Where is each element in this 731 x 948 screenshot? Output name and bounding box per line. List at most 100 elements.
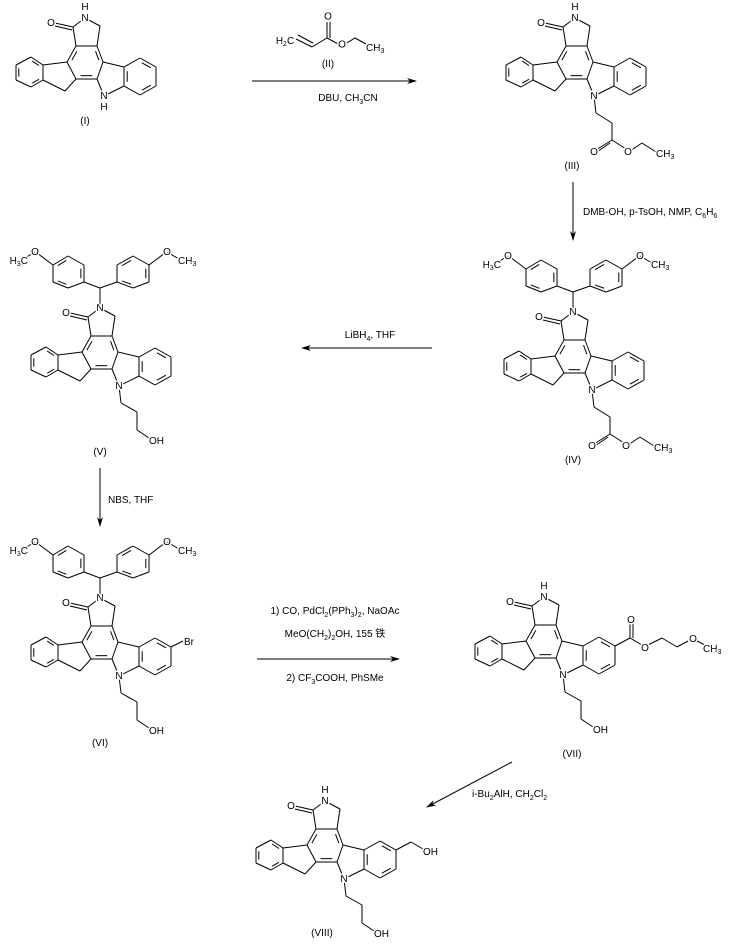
bond xyxy=(555,640,563,659)
bond xyxy=(138,665,156,676)
bond xyxy=(139,57,157,68)
bond xyxy=(54,25,73,31)
step-5: 1) CO, PdCl2(PPh3)2, NaOAc MeO(CH2)2OH, … xyxy=(257,606,400,686)
bond xyxy=(52,281,69,289)
bond xyxy=(123,85,141,96)
atom-label: CH3 xyxy=(178,256,196,268)
atom-label: H xyxy=(321,785,328,796)
bond xyxy=(501,640,527,645)
bond xyxy=(629,85,647,96)
bond xyxy=(336,808,341,830)
bond xyxy=(381,867,392,874)
bond xyxy=(79,368,92,382)
bond xyxy=(120,402,138,413)
bond xyxy=(363,868,381,879)
bond xyxy=(156,642,167,649)
step-2-conditions: DMB-OH, p-TsOH, NMP, C6H6 xyxy=(583,207,717,220)
bond xyxy=(67,281,85,289)
bond xyxy=(379,840,397,851)
bond xyxy=(46,368,55,374)
atom-label: N xyxy=(340,874,347,885)
bond xyxy=(556,45,567,63)
bond xyxy=(42,61,68,66)
bond xyxy=(629,142,643,152)
bond xyxy=(627,379,645,390)
bond xyxy=(501,658,525,671)
bond xyxy=(79,658,92,672)
compound-label-VI: (VI) xyxy=(92,738,108,749)
bond xyxy=(336,828,344,846)
step-5-conditions-line1: 1) CO, PdCl2(PPh3)2, NaOAc xyxy=(271,606,400,619)
bond xyxy=(600,641,611,648)
bond xyxy=(154,637,172,648)
reaction-arrow xyxy=(426,761,513,808)
bond xyxy=(562,26,567,47)
bond xyxy=(282,844,308,849)
bond xyxy=(110,341,115,351)
bond xyxy=(593,95,597,114)
bond xyxy=(560,311,574,322)
bond xyxy=(294,805,314,811)
atom-label: O xyxy=(636,251,644,262)
bond xyxy=(52,255,69,266)
bond xyxy=(531,596,545,607)
atom-label: N xyxy=(100,91,107,102)
bond xyxy=(141,62,152,69)
bond xyxy=(519,354,528,360)
bond xyxy=(118,665,140,677)
bond xyxy=(595,112,613,124)
bond xyxy=(343,868,365,880)
bond xyxy=(554,78,567,92)
atom-label: O xyxy=(588,441,596,452)
bond xyxy=(381,845,392,852)
bond xyxy=(540,259,558,270)
bond xyxy=(156,664,167,671)
bond xyxy=(57,641,83,646)
atom-label: N xyxy=(571,13,578,24)
bond xyxy=(585,51,590,61)
bond xyxy=(593,433,611,445)
atom-label: O xyxy=(31,247,39,258)
bond xyxy=(613,57,631,68)
bond xyxy=(87,606,92,627)
bond xyxy=(572,311,589,321)
bond xyxy=(271,861,280,867)
atom-label: O xyxy=(537,18,545,29)
bond xyxy=(156,374,167,381)
atom-label: N xyxy=(115,381,122,392)
compound-label-I: (I) xyxy=(80,116,89,127)
bond xyxy=(586,25,591,47)
atom-label: OH xyxy=(374,929,389,940)
bond xyxy=(594,264,605,270)
bond xyxy=(584,372,593,391)
bond xyxy=(30,79,44,88)
bond xyxy=(66,45,77,63)
bond xyxy=(556,61,567,80)
bond xyxy=(542,319,561,325)
bond xyxy=(552,372,565,386)
bond xyxy=(67,545,85,556)
bond xyxy=(306,828,317,846)
step-1-conditions: DBU, CH3CN xyxy=(318,93,377,106)
bond xyxy=(52,545,69,556)
atom-label: O xyxy=(624,147,632,158)
bond xyxy=(609,433,625,444)
bond xyxy=(57,280,67,285)
bond xyxy=(595,139,613,151)
bond xyxy=(57,351,83,356)
bond xyxy=(543,596,560,606)
atom-label: N xyxy=(81,13,88,24)
bond xyxy=(580,718,594,728)
bond xyxy=(69,312,89,318)
bond xyxy=(614,637,631,647)
bond xyxy=(596,142,611,153)
bond xyxy=(111,315,116,337)
bond xyxy=(605,285,623,293)
bond xyxy=(584,355,592,374)
bond xyxy=(562,17,576,28)
atom-label: H3C xyxy=(10,256,28,268)
step-6-conditions: i-Bu2AlH, CH2Cl2 xyxy=(472,789,547,802)
bond xyxy=(52,571,69,579)
bond xyxy=(513,604,532,610)
